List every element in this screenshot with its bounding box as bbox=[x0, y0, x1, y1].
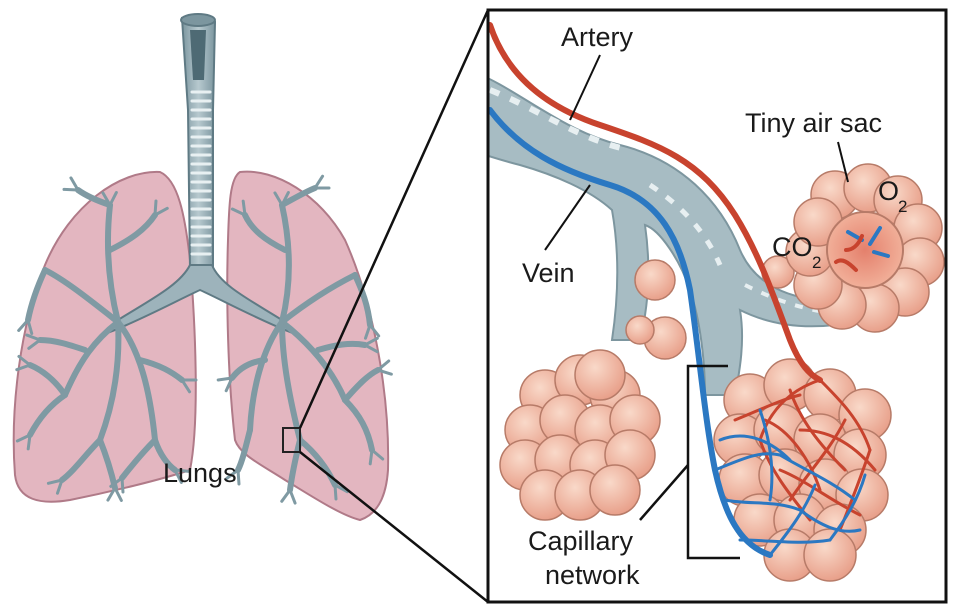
lungs-illustration: Lungs bbox=[14, 14, 392, 520]
bronchiole-tip bbox=[315, 176, 329, 188]
air-sac-bubble bbox=[575, 350, 625, 400]
air-sac-bubble bbox=[590, 465, 640, 515]
lungs-label: Lungs bbox=[163, 458, 237, 488]
capillary-network-label-line1: Capillary bbox=[528, 526, 634, 556]
artery-label: Artery bbox=[561, 22, 634, 52]
capillary-air-sac bbox=[804, 529, 856, 581]
air-sac-interior bbox=[827, 212, 903, 288]
bronchiole-tip bbox=[64, 178, 78, 190]
bronchiole-tip bbox=[282, 490, 295, 503]
tiny-air-sac-label: Tiny air sac bbox=[745, 108, 882, 138]
capillary-network-label-line2: network bbox=[545, 560, 640, 590]
svg-text:2: 2 bbox=[898, 197, 907, 216]
inset-panel: Artery Vein Tiny air sac O 2 CO 2 Capill… bbox=[470, 10, 946, 602]
vein-label: Vein bbox=[522, 258, 575, 288]
svg-text:CO: CO bbox=[772, 232, 813, 262]
svg-text:O: O bbox=[878, 176, 899, 206]
svg-text:2: 2 bbox=[812, 253, 821, 272]
